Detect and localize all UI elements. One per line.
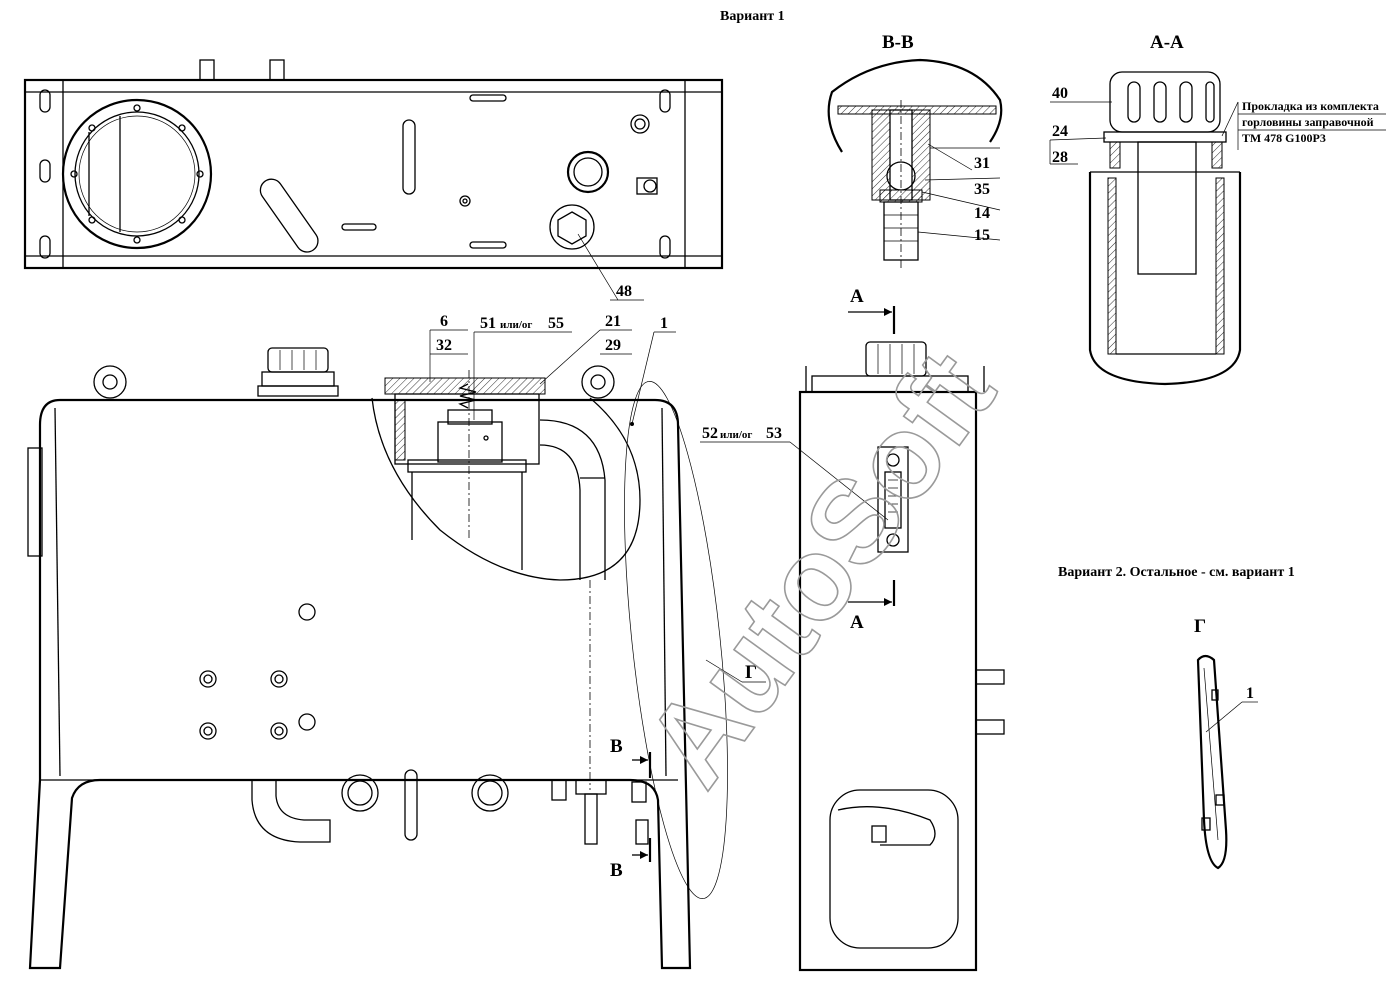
section-mark-b-bottom: В [610, 860, 623, 881]
callout-31: 31 [974, 155, 990, 172]
callout-29: 29 [605, 337, 621, 354]
front-view [27, 347, 728, 970]
title-variant-1: Вариант 1 [720, 9, 785, 24]
section-title-bb: В-В [882, 32, 914, 53]
section-bb [827, 58, 1003, 268]
callout-21: 21 [605, 313, 621, 330]
callout-24: 24 [1052, 123, 1068, 140]
callout-or-2: или/ог [720, 429, 752, 441]
callout-48: 48 [616, 283, 632, 300]
callout-or-1: или/ог [500, 319, 532, 331]
detail-g [1196, 654, 1228, 870]
section-title-aa: А-А [1150, 32, 1184, 53]
callout-1-detail: 1 [1246, 685, 1254, 702]
callout-35: 35 [974, 181, 990, 198]
section-label-g-front: Г [745, 662, 757, 683]
note-line-2: горловины заправочной [1242, 115, 1374, 129]
callout-28: 28 [1052, 149, 1068, 166]
callout-14: 14 [974, 205, 990, 222]
callout-52: 52 [702, 425, 718, 442]
titles: Вариант 1 Вариант 2. Остальное - см. вар… [610, 9, 1295, 881]
callout-32: 32 [436, 337, 452, 354]
callout-15: 15 [974, 227, 990, 244]
callout-6: 6 [440, 313, 448, 330]
section-aa [1088, 71, 1242, 386]
callout-53: 53 [766, 425, 782, 442]
callout-55: 55 [548, 315, 564, 332]
title-variant-2: Вариант 2. Остальное - см. вариант 1 [1058, 565, 1295, 580]
section-mark-b-top: В [610, 736, 623, 757]
top-view [23, 59, 724, 270]
section-title-g: Г [1194, 616, 1206, 637]
callout-1: 1 [660, 315, 668, 332]
callout-51: 51 [480, 315, 496, 332]
section-mark-a-bottom: А [850, 612, 864, 633]
side-view [798, 306, 1005, 972]
callout-numbers: 48 6 32 51 или/ог 55 21 29 1 52 или/ог 5… [436, 85, 1254, 702]
callout-40: 40 [1052, 85, 1068, 102]
note-line-3: ТМ 478 G100Р3 [1242, 131, 1326, 145]
note-block: Прокладка из комплекта горловины заправо… [1238, 99, 1386, 145]
leader-lines [429, 101, 1258, 733]
section-mark-a-top: А [850, 286, 864, 307]
note-line-1: Прокладка из комплекта [1242, 99, 1379, 113]
